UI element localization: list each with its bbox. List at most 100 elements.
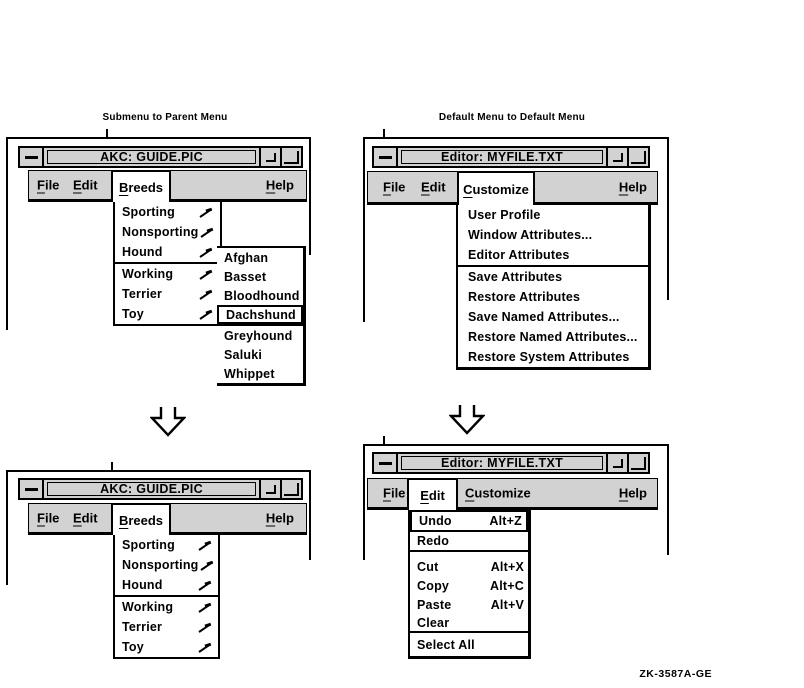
menu-file[interactable]: File: [37, 510, 60, 526]
menu-item-save-named-attributes[interactable]: Save Named Attributes...: [458, 307, 648, 327]
menu-item-terrier[interactable]: Terrier: [115, 617, 218, 637]
titlebar[interactable]: Editor: MYFILE.TXT: [372, 146, 650, 168]
menu-item-label: Bloodhound: [224, 288, 300, 303]
menu-item-restore-named-attributes[interactable]: Restore Named Attributes...: [458, 327, 648, 347]
minimize-button[interactable]: [20, 480, 44, 498]
menu-item-label: Whippet: [224, 366, 275, 381]
minimize-button[interactable]: [374, 454, 398, 472]
menu-item-label: Working: [122, 600, 174, 614]
menu-edit[interactable]: Edit: [73, 177, 98, 193]
menu-item-label: Terrier: [122, 287, 163, 301]
submenu-arrow-icon: [199, 559, 216, 572]
submenu-item-dachshund-selected[interactable]: Dachshund: [217, 305, 303, 324]
shrink-corner-icon: [612, 458, 623, 468]
menu-item-label: Editor Attributes: [468, 248, 570, 262]
menu-item-label: User Profile: [468, 208, 541, 222]
shrink-to-icon-button[interactable]: [606, 148, 627, 166]
menu-separator: [458, 265, 648, 267]
titlebar[interactable]: AKC: GUIDE.PIC: [18, 478, 303, 500]
menu-item-label: Sporting: [122, 205, 175, 219]
frame-edge-left: [363, 137, 365, 322]
menubar: File Edit Customize Help: [367, 478, 658, 510]
shrink-to-icon-button[interactable]: [606, 454, 627, 472]
menu-item-save-attributes[interactable]: Save Attributes: [458, 267, 648, 287]
menu-item-window-attributes[interactable]: Window Attributes...: [458, 225, 648, 245]
menu-item-user-profile[interactable]: User Profile: [458, 205, 648, 225]
submenu-item-basset[interactable]: Basset: [217, 267, 303, 286]
menu-file[interactable]: File: [383, 179, 406, 195]
window-title: Editor: MYFILE.TXT: [401, 150, 603, 164]
menu-item-nonsporting[interactable]: Nonsporting: [115, 555, 218, 575]
menu-edit[interactable]: Edit: [73, 510, 98, 526]
minimize-button[interactable]: [374, 148, 398, 166]
submenu-item-greyhound[interactable]: Greyhound: [217, 326, 303, 345]
menu-item-undo-selected[interactable]: Undo Alt+Z: [410, 510, 528, 532]
frame-edge-left: [6, 137, 8, 330]
menu-item-hound[interactable]: Hound: [115, 242, 219, 262]
menu-separator: [410, 631, 528, 633]
menu-item-label: Greyhound: [224, 328, 293, 343]
frame-edge-top: [6, 137, 311, 139]
menu-item-label: Nonsporting: [122, 225, 199, 239]
submenu-arrow-icon: [199, 226, 216, 239]
maximize-button[interactable]: [627, 148, 648, 166]
shrink-to-icon-button[interactable]: [259, 148, 280, 166]
minimize-button[interactable]: [20, 148, 44, 166]
menu-item-sporting[interactable]: Sporting: [115, 202, 219, 222]
menu-item-label: Save Named Attributes...: [468, 310, 620, 324]
breeds-menu-panel: Sporting Nonsporting Hound Working: [113, 535, 220, 659]
menu-item-label: Redo: [417, 534, 450, 548]
submenu-item-saluki[interactable]: Saluki: [217, 345, 303, 364]
menu-breeds-open[interactable]: Breeds: [111, 170, 171, 202]
menu-item-restore-attributes[interactable]: Restore Attributes: [458, 287, 648, 307]
menu-item-nonsporting[interactable]: Nonsporting: [115, 222, 219, 242]
submenu-arrow-icon: [198, 288, 215, 301]
submenu-item-whippet[interactable]: Whippet: [217, 364, 303, 383]
menu-item-copy[interactable]: Copy Alt+C: [410, 576, 528, 595]
menu-item-paste[interactable]: Paste Alt+V: [410, 595, 528, 614]
menu-item-redo[interactable]: Redo: [410, 532, 528, 550]
menu-item-terrier[interactable]: Terrier: [115, 284, 219, 304]
menu-item-working[interactable]: Working: [115, 264, 219, 284]
menu-edit[interactable]: Edit: [421, 179, 446, 195]
menu-help[interactable]: Help: [618, 179, 647, 195]
menu-item-editor-attributes[interactable]: Editor Attributes: [458, 245, 648, 265]
figure-code: ZK-3587A-GE: [639, 668, 712, 680]
menu-separator: [410, 550, 528, 552]
frame-edge-right: [667, 444, 669, 555]
titlebar[interactable]: Editor: MYFILE.TXT: [372, 452, 650, 474]
menu-customize-open[interactable]: Customize: [457, 171, 535, 205]
menu-item-toy[interactable]: Toy: [115, 304, 219, 324]
submenu-item-bloodhound[interactable]: Bloodhound: [217, 286, 303, 305]
menu-item-select-all[interactable]: Select All: [410, 633, 528, 656]
menu-help[interactable]: Help: [618, 485, 647, 501]
maximize-button[interactable]: [627, 454, 648, 472]
edit-menu-panel: Undo Alt+Z Redo Cut Alt+X Copy Alt+C Pas…: [408, 510, 531, 659]
menu-item-label: Toy: [122, 640, 144, 654]
menu-item-working[interactable]: Working: [115, 597, 218, 617]
menu-customize[interactable]: Customize: [465, 485, 531, 501]
maximize-button[interactable]: [280, 148, 301, 166]
menu-separator: [115, 262, 219, 264]
menu-item-toy[interactable]: Toy: [115, 637, 218, 657]
shrink-to-icon-button[interactable]: [259, 480, 280, 498]
menu-help[interactable]: Help: [265, 177, 294, 193]
maximize-button[interactable]: [280, 480, 301, 498]
submenu-item-afghan[interactable]: Afghan: [217, 248, 303, 267]
menu-file[interactable]: File: [37, 177, 60, 193]
menu-item-label: Paste: [417, 597, 452, 612]
menu-breeds-open[interactable]: Breeds: [111, 503, 171, 535]
menu-item-restore-system-attributes[interactable]: Restore System Attributes: [458, 347, 648, 367]
maximize-corner-icon: [284, 150, 299, 164]
menu-help[interactable]: Help: [265, 510, 294, 526]
window-title: Editor: MYFILE.TXT: [401, 456, 603, 470]
menu-file[interactable]: File: [383, 485, 406, 501]
menu-edit-open[interactable]: Edit: [407, 478, 458, 510]
titlebar[interactable]: AKC: GUIDE.PIC: [18, 146, 303, 168]
menu-item-sporting[interactable]: Sporting: [115, 535, 218, 555]
menu-item-label: Nonsporting: [122, 558, 199, 572]
menu-item-label: Save Attributes: [468, 270, 563, 284]
menu-item-clear[interactable]: Clear: [410, 614, 528, 631]
menu-item-hound[interactable]: Hound: [115, 575, 218, 595]
menu-item-cut[interactable]: Cut Alt+X: [410, 557, 528, 576]
